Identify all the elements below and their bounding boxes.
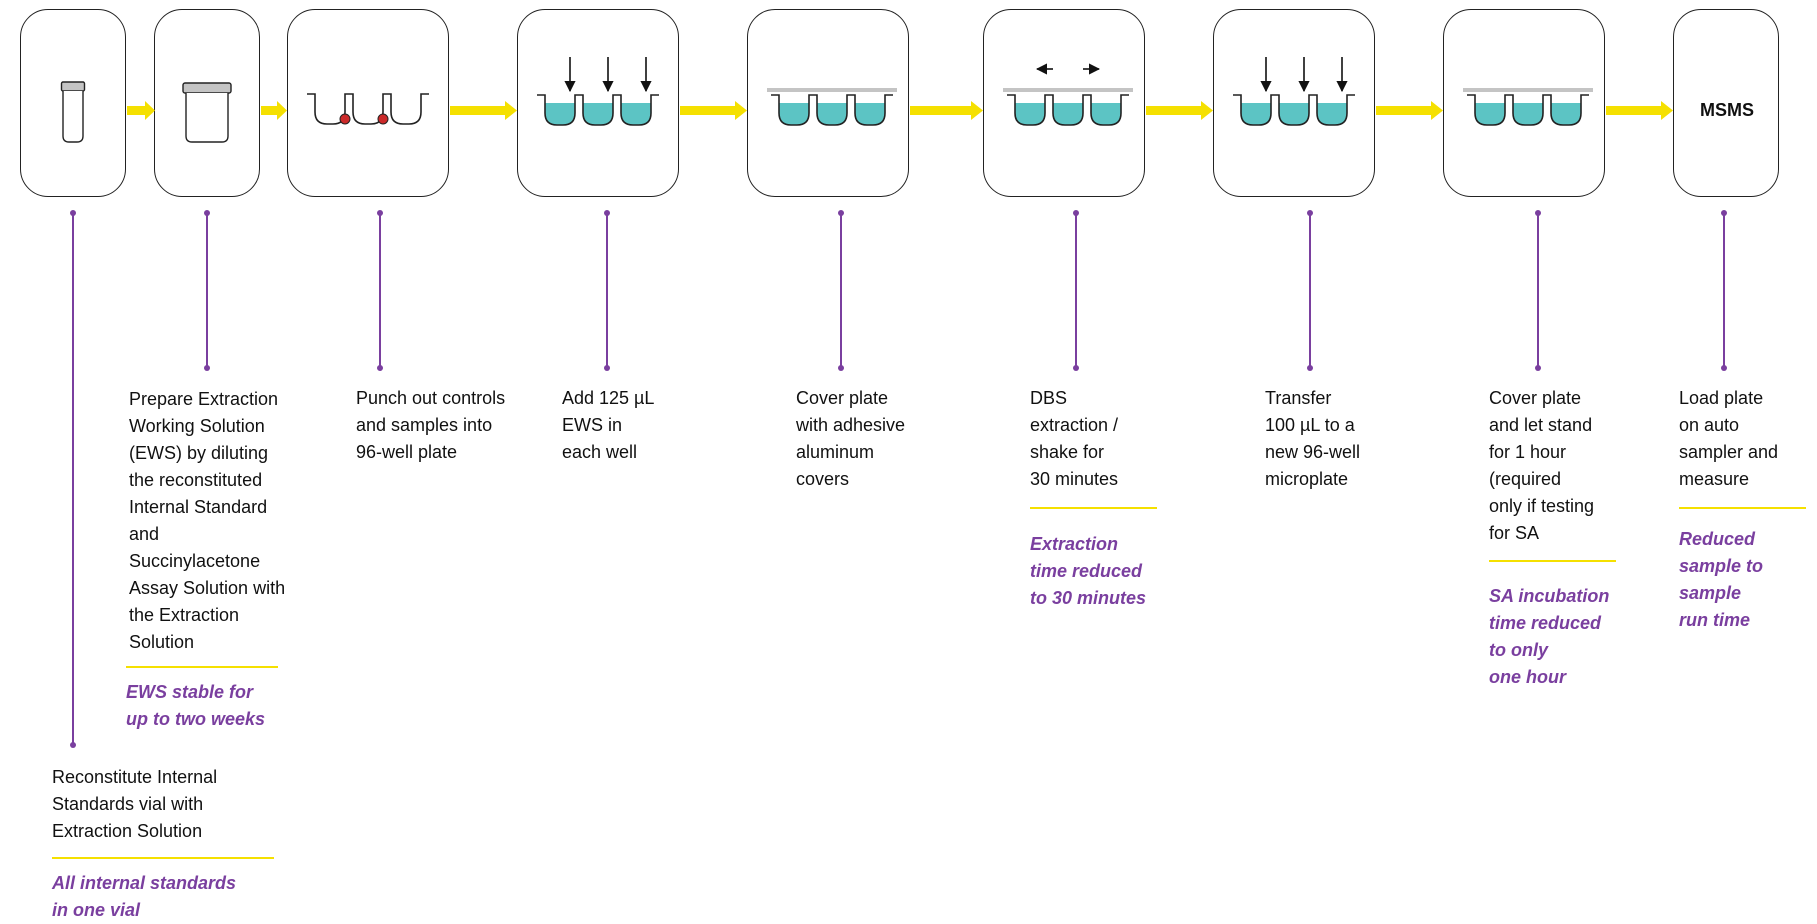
step-text-msms: Load plate on auto sampler and measure	[1679, 388, 1779, 489]
connector-line	[72, 213, 74, 745]
connector-dot	[377, 365, 383, 371]
connector-line	[606, 213, 608, 368]
connector-dot	[604, 365, 610, 371]
note-divider	[1030, 507, 1157, 509]
connector-line	[1537, 213, 1539, 368]
connector-line	[1723, 213, 1725, 368]
connector-line	[206, 213, 208, 368]
note-reconstitute: All internal standards in one vial	[52, 873, 237, 920]
connector-line	[840, 213, 842, 368]
step-text-cover: Cover plate with adhesive aluminum cover…	[796, 388, 906, 489]
note-divider	[1489, 560, 1616, 562]
connector-line	[1309, 213, 1311, 368]
vial-icon	[60, 81, 86, 143]
connector-dot	[1073, 365, 1079, 371]
connector-dot	[1721, 365, 1727, 371]
covered-wells-icon	[1463, 88, 1593, 136]
covered-wells-icon	[767, 88, 897, 136]
step-text-prepare-ews: Prepare Extraction Working Solution (EWS…	[129, 389, 286, 652]
step-text-punch: Punch out controls and samples into 96-w…	[356, 388, 506, 462]
note-stand: SA incubation time reduced to only one h…	[1489, 586, 1610, 687]
jar-icon	[182, 82, 232, 143]
note-divider	[1679, 507, 1806, 509]
note-divider	[52, 857, 274, 859]
connector-dot	[204, 365, 210, 371]
connector-dot	[1307, 365, 1313, 371]
step-text-extract: DBS extraction / shake for 30 minutes	[1030, 388, 1119, 489]
step-text-reconstitute: Reconstitute Internal Standards vial wit…	[52, 767, 218, 841]
step-box-msms	[1673, 9, 1779, 197]
msms-label: MSMS	[1700, 100, 1754, 120]
connector-line	[379, 213, 381, 368]
add-liquid-wells-icon	[537, 57, 661, 135]
step-box-punch	[287, 9, 449, 197]
step-text-transfer: Transfer 100 µL to a new 96-well micropl…	[1265, 388, 1361, 489]
note-divider	[126, 666, 278, 668]
connector-dot	[838, 365, 844, 371]
flow-arrows	[127, 101, 1673, 120]
connector-dot	[70, 742, 76, 748]
note-msms: Reduced sample to sample run time	[1679, 529, 1764, 630]
step-text-stand: Cover plate and let stand for 1 hour (re…	[1489, 388, 1595, 543]
note-prepare-ews: EWS stable for up to two weeks	[126, 682, 266, 729]
punched-wells-icon	[306, 93, 430, 125]
step-text-add-ews: Add 125 µL EWS in each well	[562, 388, 655, 462]
transfer-wells-icon	[1233, 57, 1357, 135]
note-extract: Extraction time reduced to 30 minutes	[1030, 534, 1147, 608]
connector-line	[1075, 213, 1077, 368]
connector-dot	[1535, 365, 1541, 371]
shake-wells-icon	[1003, 63, 1133, 136]
